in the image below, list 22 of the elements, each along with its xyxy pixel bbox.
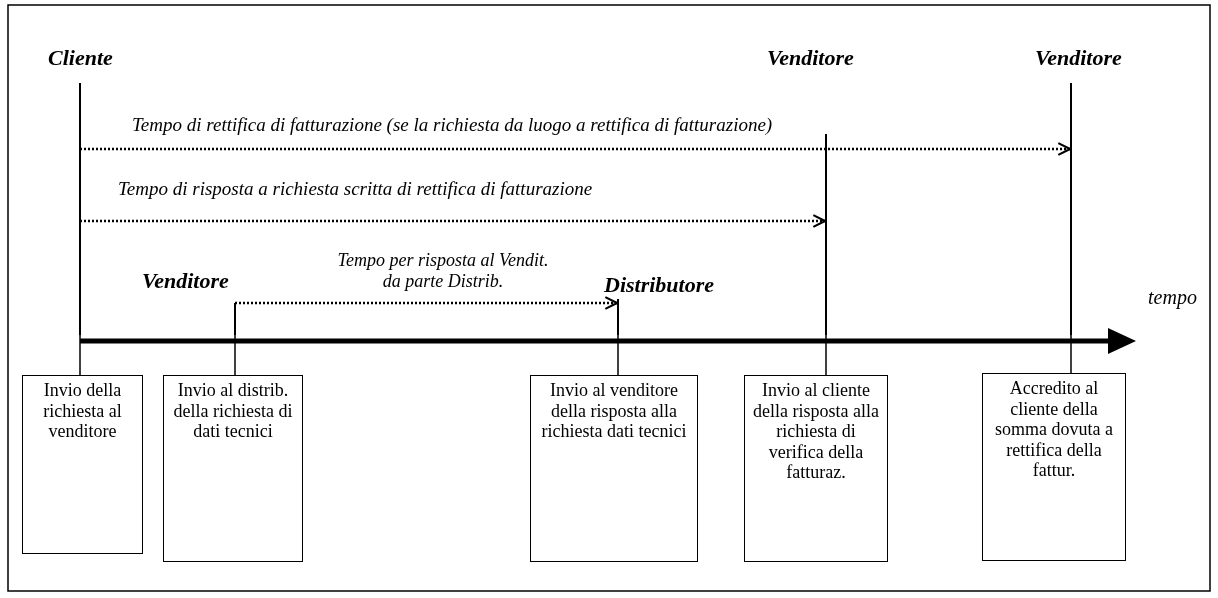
dotted-arrow [235, 296, 619, 310]
timeline-line [617, 334, 619, 376]
event-box: Invio al venditore della risposta alla richiesta dati tecnici [530, 375, 698, 562]
actor-label: Venditore [767, 45, 854, 71]
actor-label: Distributore [604, 272, 715, 298]
dotted-arrow [80, 214, 827, 228]
actor-label: Venditore [142, 268, 229, 294]
edge-label: Tempo di rettifica di fatturazione (se la richiesta da luogo a rettifica di fatturazione) [132, 114, 773, 136]
edge-label: Tempo per risposta al Vendit. da parte Distrib. [336, 250, 550, 292]
dotted-arrow [80, 142, 1072, 156]
timeline-line [79, 334, 81, 376]
actor-label: Cliente [48, 45, 113, 71]
actor-label: Venditore [1035, 45, 1122, 71]
timeline-line [234, 334, 236, 376]
edge-label: Tempo di risposta a richiesta scritta di rettifica di fatturazione [118, 178, 593, 200]
event-box: Invio della richiesta al venditore [22, 375, 143, 554]
timeline-line [825, 334, 827, 376]
event-box: Accredito al cliente della somma dovuta a rettifica della fattur. [982, 373, 1126, 561]
timeline-line [1070, 334, 1072, 374]
axis-label: tempo [1148, 286, 1197, 309]
event-box: Invio al distrib. della richiesta di dati tecnici [163, 375, 303, 562]
event-box: Invio al cliente della risposta alla richiesta di verifica della fatturaz. [744, 375, 888, 562]
